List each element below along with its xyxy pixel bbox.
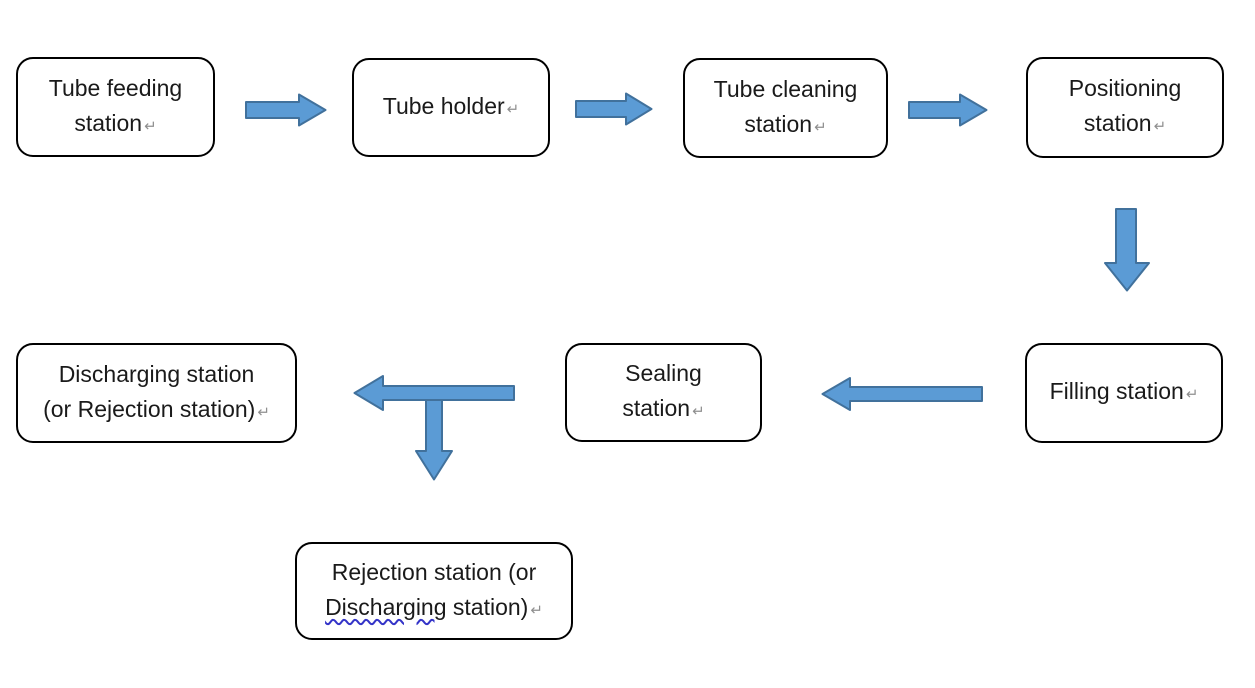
line-break-mark-icon: ↵	[692, 403, 705, 420]
arrow-down-icon	[414, 399, 454, 481]
node-label-line: Tube holder	[382, 92, 505, 119]
node-tube-cleaning-station: Tube cleaning station↵	[683, 58, 888, 158]
node-rejection-station: Rejection station (or Discharging statio…	[295, 542, 573, 640]
node-label-line: station	[744, 110, 813, 137]
arrow-left-icon	[821, 376, 983, 412]
node-label-line: Positioning	[1068, 75, 1182, 101]
line-break-mark-icon: ↵	[1185, 386, 1199, 403]
node-label-line: Filling station	[1049, 378, 1184, 404]
line-break-mark-icon: ↵	[257, 403, 270, 421]
arrow-down-icon	[1103, 208, 1151, 292]
node-label-line: (or Rejection station)	[43, 395, 256, 422]
node-tube-holder: Tube holder↵	[352, 58, 550, 157]
node-label-line: Tube feeding	[48, 74, 183, 101]
node-filling-station: Filling station↵	[1025, 343, 1223, 443]
node-label-line: station	[74, 109, 143, 136]
line-break-mark-icon: ↵	[1153, 118, 1167, 135]
node-label-line: Discharging station	[58, 360, 255, 387]
node-label-line: station)	[446, 593, 529, 620]
spellcheck-flagged-word: Discharging	[325, 593, 447, 620]
node-label-line: Sealing	[625, 360, 702, 386]
node-tube-feeding-station: Tube feeding station↵	[16, 57, 215, 157]
line-break-mark-icon: ↵	[530, 601, 543, 619]
node-discharging-station: Discharging station (or Rejection statio…	[16, 343, 297, 443]
node-label-line: Rejection station (or	[331, 558, 537, 585]
node-label-line: station	[1083, 110, 1152, 136]
node-positioning-station: Positioning station↵	[1026, 57, 1224, 158]
line-break-mark-icon: ↵	[814, 118, 827, 136]
line-break-mark-icon: ↵	[506, 100, 520, 118]
arrow-left-icon	[353, 374, 515, 412]
line-break-mark-icon: ↵	[144, 117, 157, 135]
arrow-right-icon	[245, 93, 327, 127]
node-sealing-station: Sealing station↵	[565, 343, 762, 442]
node-label-line: Tube cleaning	[713, 75, 858, 102]
node-label-line: station	[622, 395, 691, 421]
arrow-right-icon	[908, 93, 988, 127]
arrow-right-icon	[575, 92, 653, 126]
